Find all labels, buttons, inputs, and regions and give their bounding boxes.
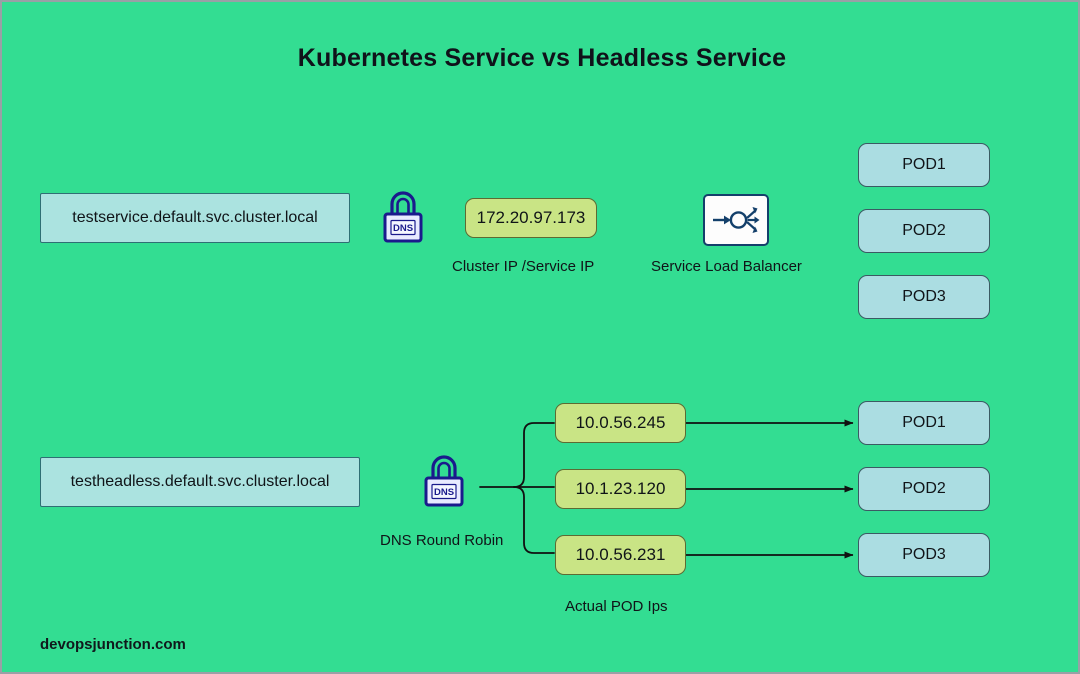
pod-ip-value: 10.0.56.245 <box>575 413 666 432</box>
service-fqdn-box: testservice.default.svc.cluster.local <box>40 193 350 243</box>
pod-box-top-3: POD3 <box>858 275 990 319</box>
pod-label: POD3 <box>902 546 946 563</box>
cluster-ip-value: 172.20.97.173 <box>476 208 586 227</box>
dns-lock-icon: DNS <box>379 187 427 249</box>
pod-label: POD1 <box>902 414 946 431</box>
headless-fqdn-box: testheadless.default.svc.cluster.local <box>40 457 360 507</box>
site-watermark: devopsjunction.com <box>40 636 186 653</box>
pod-label: POD3 <box>902 288 946 305</box>
actual-pod-ips-caption: Actual POD Ips <box>565 598 668 615</box>
pod-ip-box-2: 10.1.23.120 <box>555 469 686 509</box>
pod-ip-value: 10.1.23.120 <box>575 479 666 498</box>
cluster-ip-caption: Cluster IP /Service IP <box>452 258 595 275</box>
pod-box-top-1: POD1 <box>858 143 990 187</box>
pod-label: POD2 <box>902 222 946 239</box>
load-balancer-icon <box>703 194 769 246</box>
svg-text:DNS: DNS <box>393 223 413 234</box>
pod-box-bottom-2: POD2 <box>858 467 990 511</box>
pod-label: POD2 <box>902 480 946 497</box>
dns-round-robin-caption: DNS Round Robin <box>380 532 504 549</box>
pod-ip-box-1: 10.0.56.245 <box>555 403 686 443</box>
pod-box-bottom-1: POD1 <box>858 401 990 445</box>
dns-lock-icon: DNS <box>420 451 468 513</box>
page-title: Kubernetes Service vs Headless Service <box>297 44 787 72</box>
pod-ip-box-3: 10.0.56.231 <box>555 535 686 575</box>
pod-box-top-2: POD2 <box>858 209 990 253</box>
pod-box-bottom-3: POD3 <box>858 533 990 577</box>
service-fqdn-label: testservice.default.svc.cluster.local <box>72 209 318 226</box>
headless-fqdn-label: testheadless.default.svc.cluster.local <box>70 473 330 490</box>
ip-to-pod-arrows <box>686 419 854 559</box>
pod-label: POD1 <box>902 156 946 173</box>
load-balancer-caption: Service Load Balancer <box>651 258 802 275</box>
cluster-ip-box: 172.20.97.173 <box>465 198 597 238</box>
pod-ip-value: 10.0.56.231 <box>575 545 666 564</box>
svg-text:DNS: DNS <box>434 487 454 498</box>
